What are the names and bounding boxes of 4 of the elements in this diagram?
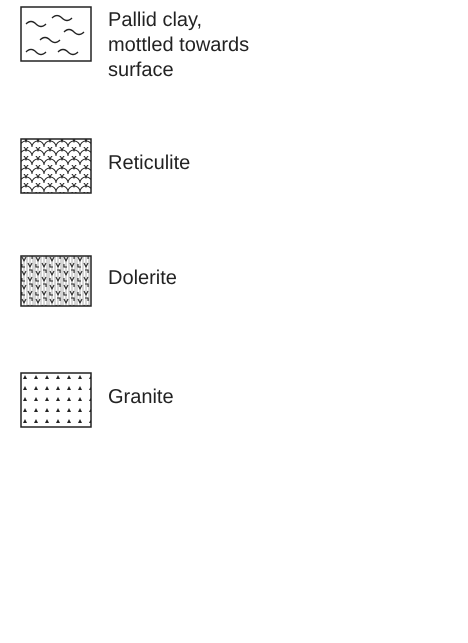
legend-text: Granite — [108, 385, 175, 410]
legend-text: Pallid clay, mottled towards surface — [108, 8, 250, 83]
legend-text: Reticulite — [108, 151, 192, 176]
legend-text: Dolerite — [108, 266, 178, 291]
